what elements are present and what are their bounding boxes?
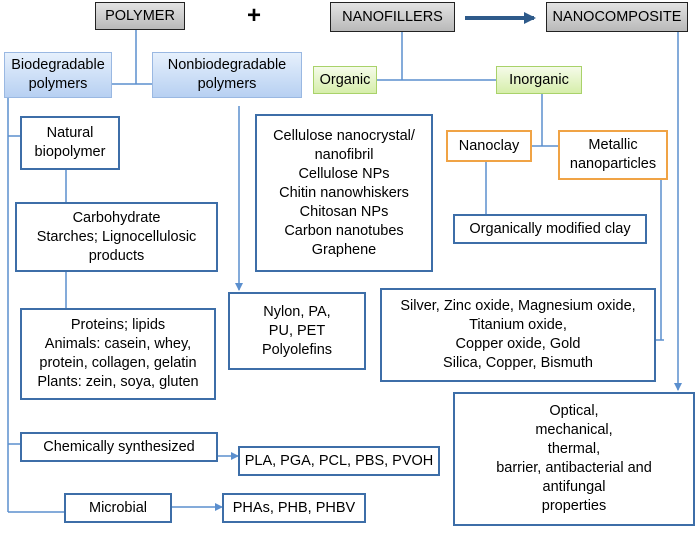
proteins-box: Proteins; lipids Animals: casein, whey, …: [20, 308, 216, 400]
nonbio-line-3: Polyolefins: [261, 341, 333, 358]
organic-label: Organic: [319, 72, 371, 88]
chemically-synthesized-box: Chemically synthesized: [20, 432, 218, 462]
nonbiodegradable-polymers-box: Nonbiodegradable polymers: [152, 52, 302, 98]
organic-list-box: Cellulose nanocrystal/ nanofibril Cellul…: [255, 114, 433, 272]
organic-item-4: Chitin nanowhiskers: [279, 184, 409, 201]
carbohydrate-line-1: Carbohydrate: [72, 209, 161, 226]
inorganic-label: Inorganic: [509, 72, 569, 88]
metallic-item-4: Silica, Copper, Bismuth: [443, 355, 593, 371]
metallic-item-1: Silver, Zinc oxide, Magnesium oxide,: [400, 298, 636, 314]
nanofillers-header-label: NANOFILLERS: [342, 9, 443, 25]
proteins-line-4: Plants: zein, soya, gluten: [37, 374, 199, 390]
proteins-line-1: Proteins; lipids: [70, 317, 166, 333]
organically-modified-label: Organically modified clay: [469, 220, 631, 237]
properties-line-2: mechanical,: [535, 422, 613, 438]
chemical-polymers-label: PLA, PGA, PCL, PBS, PVOH: [244, 452, 434, 469]
nanoclay-box: Nanoclay: [446, 130, 532, 162]
microbial-polymers-label: PHAs, PHB, PHBV: [232, 499, 356, 516]
polymer-header-label: POLYMER: [105, 8, 175, 24]
properties-line-1: Optical,: [549, 403, 599, 419]
nonbio-line-1: Nylon, PA,: [263, 303, 331, 320]
nanoclay-label: Nanoclay: [458, 137, 520, 154]
plus-sign-label: +: [247, 2, 262, 29]
properties-line-3: thermal,: [547, 441, 601, 457]
organic-box: Organic: [313, 66, 377, 94]
chemically-label: Chemically synthesized: [43, 438, 195, 455]
properties-line-4: barrier, antibacterial and: [496, 460, 652, 476]
nonbio-line-2: PU, PET: [268, 322, 326, 339]
natural-line-1: Natural: [46, 125, 94, 141]
chemical-polymers-box: PLA, PGA, PCL, PBS, PVOH: [238, 446, 440, 476]
polymer-header: POLYMER: [95, 2, 185, 30]
properties-line-5: antifungal: [542, 479, 606, 495]
organically-modified-clay-box: Organically modified clay: [453, 214, 647, 244]
nanocomposite-header: NANOCOMPOSITE: [546, 2, 688, 32]
properties-line-6: properties: [541, 498, 607, 514]
properties-box: Optical, mechanical, thermal, barrier, a…: [453, 392, 695, 526]
carbohydrate-line-3: products: [88, 247, 145, 264]
carbohydrate-box: Carbohydrate Starches; Lignocellulosic p…: [15, 202, 218, 272]
organic-item-1: Cellulose nanocrystal/: [273, 127, 415, 144]
nanocomposite-header-label: NANOCOMPOSITE: [552, 9, 682, 25]
biodegradable-line-1: Biodegradable: [11, 57, 105, 73]
carbohydrate-line-2: Starches; Lignocellulosic: [36, 228, 197, 245]
nonbiodegradable-line-1: Nonbiodegradable: [167, 57, 287, 73]
organic-item-6: Carbon nanotubes: [284, 222, 404, 239]
inorganic-box: Inorganic: [496, 66, 582, 94]
organic-item-5: Chitosan NPs: [299, 203, 389, 220]
proteins-line-2: Animals: casein, whey,: [44, 336, 192, 352]
metallic-line-1: Metallic: [588, 137, 638, 153]
organic-item-3: Cellulose NPs: [298, 165, 390, 182]
metallic-item-3: Copper oxide, Gold: [455, 336, 581, 352]
natural-line-2: biopolymer: [34, 144, 106, 160]
microbial-label: Microbial: [88, 499, 147, 516]
proteins-line-3: protein, collagen, gelatin: [39, 355, 197, 371]
plus-sign: +: [247, 2, 261, 30]
nanofillers-header: NANOFILLERS: [330, 2, 455, 32]
organic-item-7: Graphene: [311, 241, 377, 258]
microbial-box: Microbial: [64, 493, 172, 523]
nonbiodegradable-list-box: Nylon, PA, PU, PET Polyolefins: [228, 292, 366, 370]
metallic-list-box: Silver, Zinc oxide, Magnesium oxide, Tit…: [380, 288, 656, 382]
biodegradable-line-2: polymers: [28, 76, 88, 92]
natural-biopolymer-box: Natural biopolymer: [20, 116, 120, 170]
biodegradable-polymers-box: Biodegradable polymers: [4, 52, 112, 98]
microbial-polymers-box: PHAs, PHB, PHBV: [222, 493, 366, 523]
metallic-line-2: nanoparticles: [569, 156, 657, 172]
metallic-nanoparticles-box: Metallic nanoparticles: [558, 130, 668, 180]
nonbiodegradable-line-2: polymers: [197, 76, 257, 92]
organic-item-2: nanofibril: [314, 146, 374, 163]
metallic-item-2: Titanium oxide,: [469, 317, 567, 333]
